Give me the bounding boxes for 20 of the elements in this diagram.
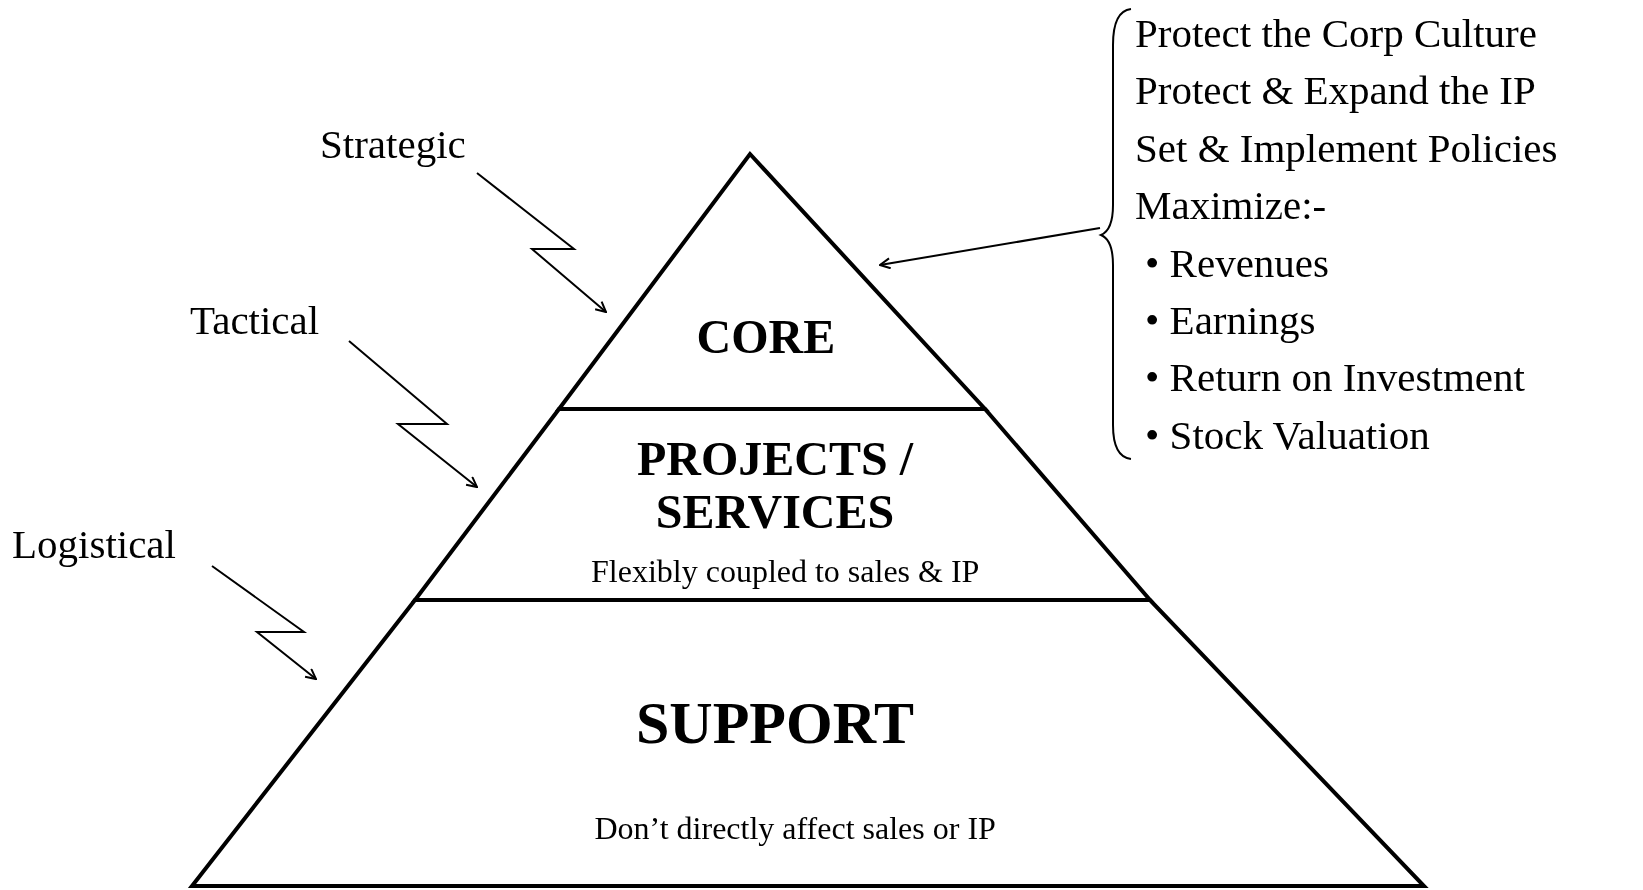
tier-title: CORE [696,310,836,364]
tier-label: Logistical [12,522,176,568]
tier-title: SUPPORT [636,690,914,756]
goal-text: Protect the Corp Culture [1135,11,1537,57]
arrow [879,227,1101,270]
tier-label: Strategic [320,122,466,168]
bullet-item: • Return on Investment [1145,355,1525,401]
tier-description: Don’t directly affect sales or IP [594,810,996,846]
goal-text: Set & Implement Policies [1135,125,1558,171]
goal-text: Maximize:- [1135,183,1327,229]
tier-description: Flexibly coupled to sales & IP [591,553,980,589]
zigzag-arrow [348,340,478,488]
bullet-item: • Earnings [1145,298,1316,344]
bullet-item: • Stock Valuation [1145,412,1430,458]
bullet-item: • Revenues [1145,240,1329,286]
zigzag-arrow [476,172,607,313]
tier-label: Tactical [190,298,320,344]
tier-title: PROJECTS / SERVICES [635,433,915,539]
goal-text: Protect & Expand the IP [1135,68,1536,114]
zigzag-arrow [211,565,317,680]
